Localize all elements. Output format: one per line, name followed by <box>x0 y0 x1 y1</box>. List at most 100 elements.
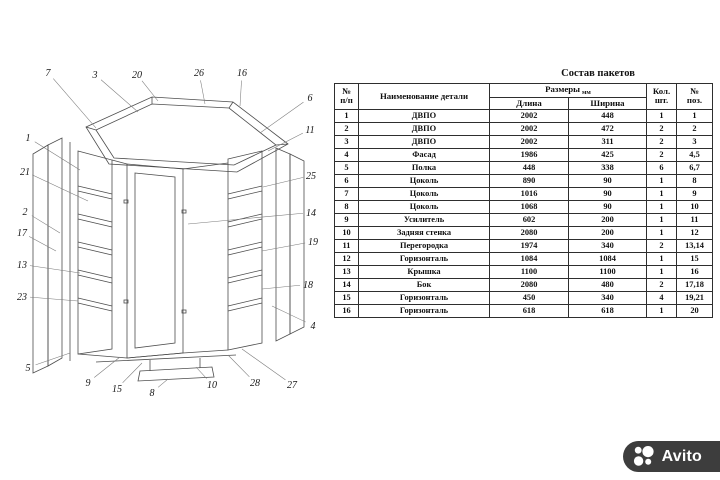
callout-17: 17 <box>17 228 28 239</box>
cell-length: 1016 <box>489 186 569 201</box>
cell-part-name: Фасад <box>358 147 490 162</box>
cell-row-number: 4 <box>334 147 359 162</box>
leader-line-10 <box>195 366 207 379</box>
cell-part-name: Цоколь <box>358 186 490 201</box>
table-row: 5 Полка 448 338 6 6,7 <box>334 160 714 175</box>
cell-part-name: Горизонталь <box>358 290 490 305</box>
callout-27: 27 <box>287 380 298 391</box>
cell-part-name: Усилитель <box>358 212 490 227</box>
cell-row-number: 2 <box>334 121 359 136</box>
leader-line-3 <box>100 79 139 113</box>
leader-line-19 <box>261 242 306 252</box>
cell-length: 2080 <box>489 225 569 240</box>
cell-length: 1974 <box>489 238 569 253</box>
table-row: 6 Цоколь 890 90 1 8 <box>334 173 714 188</box>
header-pos: № поз. <box>676 83 714 110</box>
leader-line-2 <box>31 215 61 234</box>
cell-length: 1100 <box>489 264 569 279</box>
cell-width: 200 <box>567 212 648 227</box>
cell-length: 618 <box>489 303 569 318</box>
cell-width: 425 <box>567 147 648 162</box>
cell-position: 6,7 <box>676 160 714 175</box>
leader-line-13 <box>29 265 81 274</box>
callout-18: 18 <box>303 280 313 291</box>
leader-line-9 <box>94 356 121 378</box>
table-row: 15 Горизонталь 450 340 4 19,21 <box>334 290 714 305</box>
cell-length: 2080 <box>489 277 569 292</box>
cell-length: 450 <box>489 290 569 305</box>
table-row: 1 ДВПО 2002 448 1 1 <box>334 108 714 123</box>
header-dimensions-unit: мм <box>582 89 591 97</box>
callout-6: 6 <box>308 93 313 104</box>
leader-line-4 <box>271 305 306 323</box>
cell-part-name: Полка <box>358 160 490 175</box>
leader-line-26 <box>200 80 206 105</box>
table-row: 13 Крышка 1100 1100 1 16 <box>334 264 714 279</box>
leader-line-20 <box>141 80 159 102</box>
leader-line-14 <box>187 212 304 225</box>
callout-1: 1 <box>26 133 31 144</box>
leader-line-21 <box>32 174 89 202</box>
callout-15: 15 <box>112 384 122 395</box>
cell-part-name: Цоколь <box>358 173 490 188</box>
table-row: 10 Задняя стенка 2080 200 1 12 <box>334 225 714 240</box>
cell-row-number: 5 <box>334 160 359 175</box>
cell-row-number: 1 <box>334 108 359 123</box>
cell-position: 19,21 <box>676 290 714 305</box>
cell-row-number: 10 <box>334 225 359 240</box>
cell-row-number: 6 <box>334 173 359 188</box>
cell-position: 9 <box>676 186 714 201</box>
leader-line-27 <box>241 348 286 381</box>
cell-row-number: 8 <box>334 199 359 214</box>
cell-quantity: 1 <box>646 212 678 227</box>
cell-row-number: 14 <box>334 277 359 292</box>
cell-part-name: Крышка <box>358 264 490 279</box>
callout-21: 21 <box>20 167 30 178</box>
avito-logo-icon <box>633 446 654 466</box>
cell-row-number: 15 <box>334 290 359 305</box>
cell-width: 200 <box>567 225 648 240</box>
leader-line-1 <box>34 141 81 171</box>
table-row: 14 Бок 2080 480 2 17,18 <box>334 277 714 292</box>
cell-quantity: 4 <box>646 290 678 305</box>
cell-length: 602 <box>489 212 569 227</box>
cell-position: 15 <box>676 251 714 266</box>
cell-position: 17,18 <box>676 277 714 292</box>
avito-wordmark: Avito <box>661 447 702 465</box>
cell-part-name: ДВПО <box>358 108 490 123</box>
cell-length: 2002 <box>489 134 569 149</box>
cell-width: 311 <box>567 134 648 149</box>
callout-4: 4 <box>311 321 316 332</box>
callout-10: 10 <box>207 380 217 391</box>
cell-row-number: 11 <box>334 238 359 253</box>
cell-length: 1084 <box>489 251 569 266</box>
callout-9: 9 <box>86 378 91 389</box>
leader-line-5 <box>35 352 71 366</box>
header-qty: Кол. шт. <box>646 83 678 110</box>
cell-width: 90 <box>567 173 648 188</box>
cell-row-number: 12 <box>334 251 359 266</box>
header-name: Наименование детали <box>358 83 490 110</box>
table-row: 12 Горизонталь 1084 1084 1 15 <box>334 251 714 266</box>
cell-width: 448 <box>567 108 648 123</box>
cell-position: 13,14 <box>676 238 714 253</box>
cell-width: 90 <box>567 199 648 214</box>
cell-width: 480 <box>567 277 648 292</box>
cell-length: 890 <box>489 173 569 188</box>
cell-row-number: 9 <box>334 212 359 227</box>
cell-width: 618 <box>567 303 648 318</box>
cell-position: 1 <box>676 108 714 123</box>
callout-28: 28 <box>250 378 260 389</box>
cell-width: 1084 <box>567 251 648 266</box>
cell-row-number: 3 <box>334 134 359 149</box>
cell-row-number: 13 <box>334 264 359 279</box>
cell-quantity: 1 <box>646 264 678 279</box>
callout-3: 3 <box>92 70 98 81</box>
header-width: Ширина <box>567 97 648 110</box>
leader-line-11 <box>267 132 304 152</box>
callout-7: 7 <box>46 68 52 79</box>
table-row: 7 Цоколь 1016 90 1 9 <box>334 186 714 201</box>
cell-quantity: 2 <box>646 121 678 136</box>
